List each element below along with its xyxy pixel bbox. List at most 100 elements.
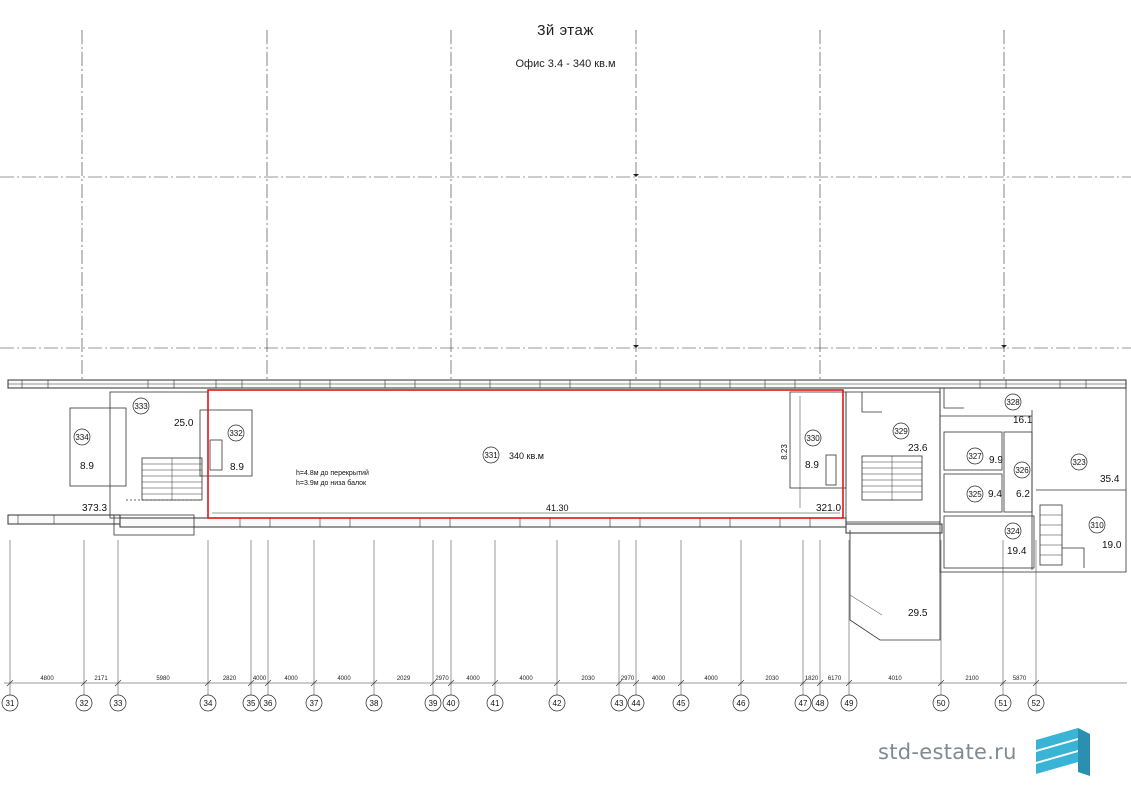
room-number: 327 — [968, 452, 982, 461]
dimension-tick — [310, 679, 318, 687]
office-caption: Офис 3.4 - 340 кв.м — [515, 58, 616, 70]
room-number: 328 — [1006, 398, 1020, 407]
room-number: 324 — [1006, 527, 1020, 536]
dimension-tick — [80, 679, 88, 687]
axis-label: 49 — [845, 699, 854, 708]
office-area-label: 340 кв.м — [509, 451, 544, 461]
axis-bubble — [424, 694, 442, 712]
axis-label: 32 — [80, 699, 89, 708]
room-number-circle — [1070, 453, 1088, 471]
room-area: 8.9 — [80, 461, 94, 472]
axis-grid-lines — [0, 30, 1131, 385]
room-area: 19.4 — [1007, 546, 1027, 557]
axis-bubble — [1027, 694, 1045, 712]
room-area: 9.9 — [989, 455, 1003, 466]
office-length-label: 41.30 — [546, 503, 569, 513]
office-ceiling-height: h=4.8м до перекрытий — [296, 469, 369, 477]
room-number: 333 — [134, 402, 148, 411]
axis-label: 35 — [247, 699, 256, 708]
axis-bubble — [994, 694, 1012, 712]
room-number: 310 — [1090, 521, 1104, 530]
axis-label: 51 — [999, 699, 1008, 708]
dimension-tick — [6, 679, 14, 687]
axis-spacing-label: 2030 — [581, 676, 595, 682]
axis-label: 50 — [937, 699, 946, 708]
right-core-block — [789, 391, 941, 641]
axis-spacing-label: 2970 — [435, 676, 449, 682]
dimension-tick — [816, 679, 824, 687]
dimension-tick — [204, 679, 212, 687]
room-area: 23.6 — [908, 443, 928, 454]
axis-label: 42 — [553, 699, 562, 708]
office-beam-height: h=3.9м до низа балок — [296, 479, 367, 487]
room-area: 25.0 — [174, 418, 194, 429]
brand-logo-icon — [1036, 728, 1090, 776]
axis-bubble — [442, 694, 460, 712]
room-number-circle — [1004, 393, 1022, 411]
axis-bubble — [199, 694, 217, 712]
axis-label: 45 — [677, 699, 686, 708]
axis-bubble — [732, 694, 750, 712]
axis-label: 34 — [204, 699, 213, 708]
room-area: 19.0 — [1102, 540, 1122, 551]
axis-label: 47 — [799, 699, 808, 708]
axis-spacing-label: 4000 — [253, 676, 267, 682]
office-highlight-outline — [207, 389, 844, 519]
axis-label: 44 — [632, 699, 641, 708]
axis-bubble — [109, 694, 127, 712]
axis-bubble — [811, 694, 829, 712]
room-number-circle — [132, 397, 150, 415]
axis-bubble — [794, 694, 812, 712]
room-number-circle — [1088, 516, 1106, 534]
axis-label: 36 — [264, 699, 273, 708]
axis-spacing-label: 6170 — [828, 676, 842, 682]
axis-spacing-label: 2100 — [965, 676, 979, 682]
left-core-block — [69, 391, 253, 536]
dimension-tick — [247, 679, 255, 687]
axis-spacing-label: 2970 — [621, 676, 635, 682]
axis-spacing-label: 2820 — [223, 676, 237, 682]
room-number-circle — [804, 429, 822, 447]
room-number: 334 — [75, 433, 89, 442]
axis-bubble — [242, 694, 260, 712]
axis-label: 46 — [737, 699, 746, 708]
axis-label: 33 — [114, 699, 123, 708]
room-number: 332 — [229, 429, 243, 438]
room-number-circle — [1013, 461, 1031, 479]
axis-spacing-label: 4000 — [337, 676, 351, 682]
axis-label: 43 — [615, 699, 624, 708]
axis-spacing-label: 4000 — [652, 676, 666, 682]
room-number: 326 — [1015, 466, 1029, 475]
dimension-tick — [937, 679, 945, 687]
axis-spacing-label: 4000 — [704, 676, 718, 682]
dimension-tick — [491, 679, 499, 687]
dimension-tick — [447, 679, 455, 687]
axis-spacing-label: 5980 — [156, 676, 170, 682]
axis-bubble — [305, 694, 323, 712]
axis-label: 52 — [1032, 699, 1041, 708]
dimension-tick — [553, 679, 561, 687]
axis-label: 40 — [447, 699, 456, 708]
axis-bubble — [932, 694, 950, 712]
axis-label: 48 — [816, 699, 825, 708]
room-area: 8.9 — [230, 462, 244, 473]
axis-spacing-label: 4000 — [519, 676, 533, 682]
dimension-tick — [429, 679, 437, 687]
area-label: 373.3 — [82, 503, 107, 514]
room-area: 35.4 — [1100, 474, 1120, 485]
room-number-circle — [966, 447, 984, 465]
office-room-number: 331 — [484, 451, 498, 460]
axis-bubble — [840, 694, 858, 712]
axis-label: 38 — [370, 699, 379, 708]
office-room-number-circle — [482, 446, 500, 464]
axis-label: 37 — [310, 699, 319, 708]
axis-spacing-label: 4010 — [888, 676, 902, 682]
axis-bubble — [75, 694, 93, 712]
area-label: 29.5 — [908, 608, 928, 619]
axis-label: 31 — [6, 699, 15, 708]
axis-bubble — [259, 694, 277, 712]
axis-bubble — [1, 694, 19, 712]
brand-name[interactable]: std-estate.ru — [878, 740, 1017, 764]
dimension-tick — [845, 679, 853, 687]
